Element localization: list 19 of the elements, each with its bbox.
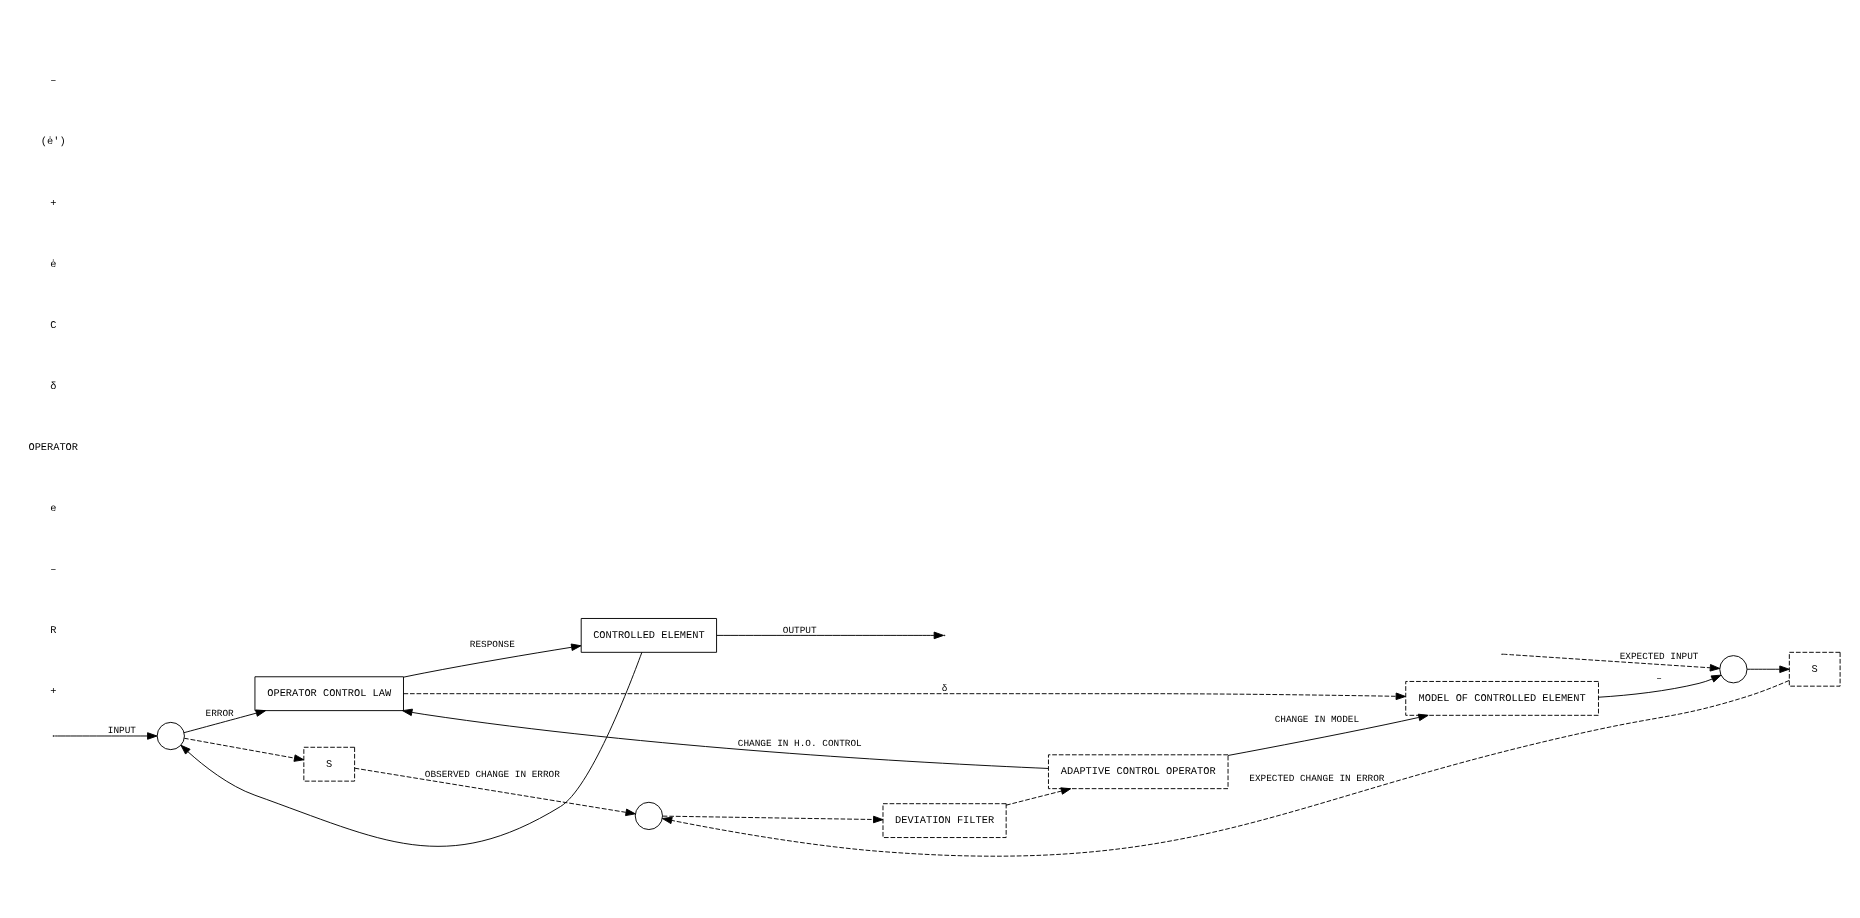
arrow bbox=[180, 650, 643, 846]
arrow bbox=[661, 679, 1790, 856]
arrow bbox=[1746, 664, 1790, 672]
arrow bbox=[403, 691, 1406, 700]
node-circle bbox=[156, 720, 185, 750]
arrow bbox=[1502, 652, 1721, 671]
node-circle bbox=[634, 800, 663, 829]
arrow bbox=[53, 731, 158, 739]
arrow bbox=[183, 708, 266, 733]
node-circle bbox=[1719, 654, 1748, 683]
arrow bbox=[1598, 673, 1722, 697]
arrow bbox=[403, 642, 582, 677]
arrow bbox=[402, 707, 1049, 768]
arrow bbox=[354, 766, 636, 816]
arrow bbox=[1227, 712, 1429, 755]
arrow bbox=[1005, 786, 1072, 805]
arrow bbox=[716, 630, 944, 639]
arrow bbox=[183, 736, 305, 761]
arrow bbox=[662, 814, 884, 823]
